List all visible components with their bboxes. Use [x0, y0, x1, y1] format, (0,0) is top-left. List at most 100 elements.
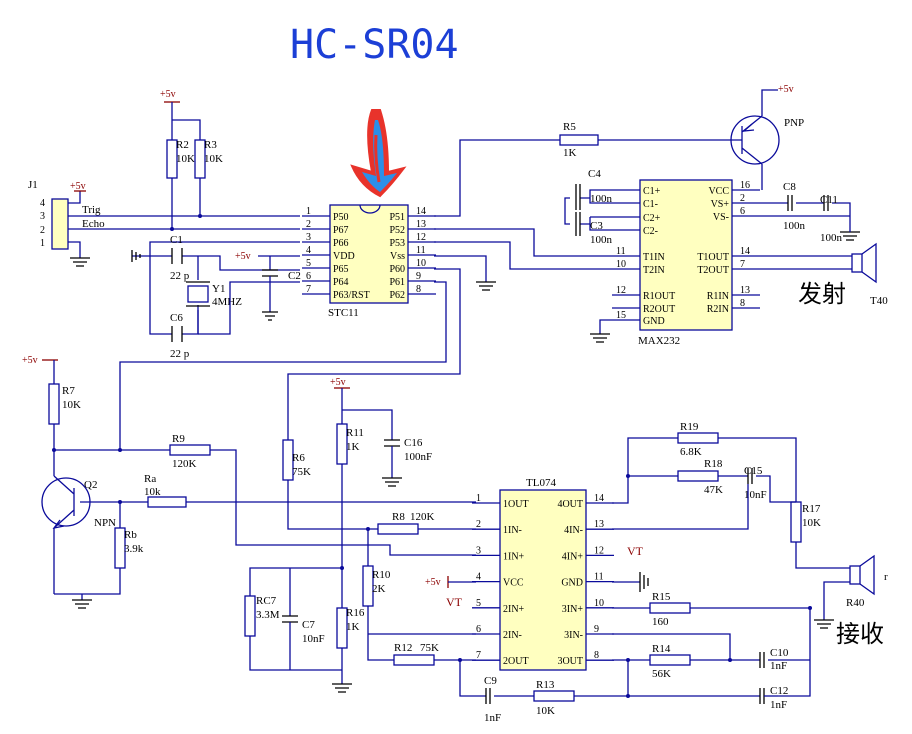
- r5-value: 1K: [563, 147, 577, 159]
- q2-ref: Q2: [84, 479, 97, 491]
- tl074-pin-name-left-4: 2IN+: [503, 604, 525, 615]
- r3-value: 10K: [204, 153, 223, 165]
- mcu-pin-num-right-2: 12: [416, 232, 426, 243]
- r10-ref: R10: [372, 569, 391, 581]
- c11-value: 100n: [820, 232, 843, 244]
- rc7-ref: RC7: [256, 595, 277, 607]
- tl074-pin-num-right-3: 11: [594, 572, 604, 583]
- max232-pin-num-right-1: 2: [740, 193, 745, 204]
- mcu-pin-num-right-4: 10: [416, 258, 426, 269]
- mcu-pin-name-left-0: P50: [333, 212, 349, 223]
- mcu-pin-num-left-5: 6: [306, 271, 311, 282]
- ra-value: 10k: [144, 486, 161, 498]
- max232-pin-num-left-4: 11: [616, 246, 626, 257]
- schematic-title: HC-SR04: [290, 22, 459, 68]
- max232-pin-num-right-0: 16: [740, 180, 750, 191]
- tl074-pin-name-right-6: 3OUT: [557, 656, 583, 667]
- c7-value: 10nF: [302, 633, 325, 645]
- r12-ref: R12: [394, 642, 412, 654]
- c7-ref: C7: [302, 619, 315, 631]
- max232-pin-name-right-6: R2IN: [707, 304, 729, 315]
- r7-ref: R7: [62, 385, 75, 397]
- j1-pin-1: 1: [40, 238, 45, 249]
- connector-j1: J1 4 3 2 1 +5v Trig Echo: [28, 179, 105, 250]
- max232-pin-name-left-7: R2OUT: [643, 304, 675, 315]
- max232-pin-name-right-1: VS+: [711, 199, 730, 210]
- tl074-pin-name-left-1: 1IN-: [503, 525, 522, 536]
- r11-value: 1K: [346, 441, 360, 453]
- max232-pin-name-right-4: T2OUT: [697, 265, 729, 276]
- tl074-pin-num-right-5: 9: [594, 624, 599, 635]
- r19-ref: R19: [680, 421, 699, 433]
- mcu-pin-name-left-2: P66: [333, 238, 349, 249]
- tl074-pin-name-right-4: 3IN+: [562, 604, 584, 615]
- y1-ref: Y1: [212, 283, 225, 295]
- tl074-pin-num-right-2: 12: [594, 545, 604, 556]
- tl074-pin-num-left-4: 5: [476, 598, 481, 609]
- max232-pin-name-left-4: T1IN: [643, 252, 665, 263]
- r2-supply-label: +5v: [160, 89, 176, 100]
- c9-ref: C9: [484, 675, 497, 687]
- ic-max232: MAX232 C1+C1-C2+C2-T1IN11T2IN10R1OUT12R2…: [612, 179, 760, 347]
- mcu-pin-name-left-1: P67: [333, 225, 349, 236]
- ic-tl074: TL074 1OUT11IN-21IN+3VCC42IN+52IN-62OUT7…: [472, 477, 614, 671]
- mcu-pin-num-left-4: 5: [306, 258, 311, 269]
- max232-pin-num-right-5: 13: [740, 285, 750, 296]
- max232-pin-name-left-0: C1+: [643, 186, 661, 197]
- tl074-pin-num-right-0: 14: [594, 493, 604, 504]
- c15-ref: C15: [744, 465, 763, 477]
- r17-value: 10K: [802, 517, 821, 529]
- mcu-pin-name-left-5: P64: [333, 277, 349, 288]
- t40-ref: T40: [870, 295, 888, 307]
- tl074-pin-num-left-3: 4: [476, 572, 481, 583]
- annotation-arrow-icon: [350, 109, 407, 198]
- c8-value: 100n: [783, 220, 806, 232]
- mcu-pin-name-right-1: P52: [389, 225, 405, 236]
- j1-net-echo: Echo: [82, 218, 105, 230]
- tl074-pin-name-left-3: VCC: [503, 578, 524, 589]
- c10-ref: C10: [770, 647, 789, 659]
- q2-type: NPN: [94, 517, 116, 529]
- c3-ref: C3: [590, 220, 603, 232]
- r40-label: r: [884, 571, 888, 583]
- r18-ref: R18: [704, 458, 723, 470]
- mcu-pin-num-left-0: 1: [306, 206, 311, 217]
- pnp-supply-label: +5v: [778, 84, 794, 95]
- j1-pin-2: 2: [40, 225, 45, 236]
- r19-value: 6.8K: [680, 446, 702, 458]
- c16-value: 100nF: [404, 451, 432, 463]
- tl074-pin-num-right-1: 13: [594, 519, 604, 530]
- max232-pin-num-right-2: 6: [740, 206, 745, 217]
- tl074-vt-left: VT: [446, 595, 463, 609]
- rc7-value: 3.3M: [256, 609, 280, 621]
- pnp-ref: PNP: [784, 117, 804, 129]
- mcu-pin-num-right-5: 9: [416, 271, 421, 282]
- tl074-ref: TL074: [526, 477, 556, 489]
- r40-ref: R40: [846, 597, 865, 609]
- max232-pin-num-right-3: 14: [740, 246, 750, 257]
- max232-pin-name-right-5: R1IN: [707, 291, 729, 302]
- c10-value: 1nF: [770, 660, 787, 672]
- transmit-label: 发射: [798, 280, 846, 308]
- r11-supply-label: +5v: [330, 377, 346, 388]
- tl074-pin-name-right-3: GND: [561, 578, 583, 589]
- max232-pin-name-right-2: VS-: [713, 212, 729, 223]
- mcu-pin-num-left-1: 2: [306, 219, 311, 230]
- max232-pin-num-right-6: 8: [740, 298, 745, 309]
- r8-ref: R8: [392, 511, 405, 523]
- rb-ref: Rb: [124, 529, 137, 541]
- c12-ref: C12: [770, 685, 788, 697]
- ra-ref: Ra: [144, 473, 156, 485]
- max232-pin-name-right-0: VCC: [708, 186, 729, 197]
- c2-ref: C2: [288, 270, 301, 282]
- c6-value: 22 p: [170, 348, 190, 360]
- tl074-pin-num-left-6: 7: [476, 650, 481, 661]
- max232-pin-name-left-3: C2-: [643, 226, 658, 237]
- tl074-supply-label: +5v: [425, 577, 441, 588]
- tl074-pin-name-right-1: 4IN-: [564, 525, 583, 536]
- r14-ref: R14: [652, 643, 671, 655]
- max232-ref: MAX232: [638, 335, 680, 347]
- r6-value: 75K: [292, 466, 311, 478]
- rb-value: 3.9k: [124, 543, 144, 555]
- mcu-pin-num-right-0: 14: [416, 206, 426, 217]
